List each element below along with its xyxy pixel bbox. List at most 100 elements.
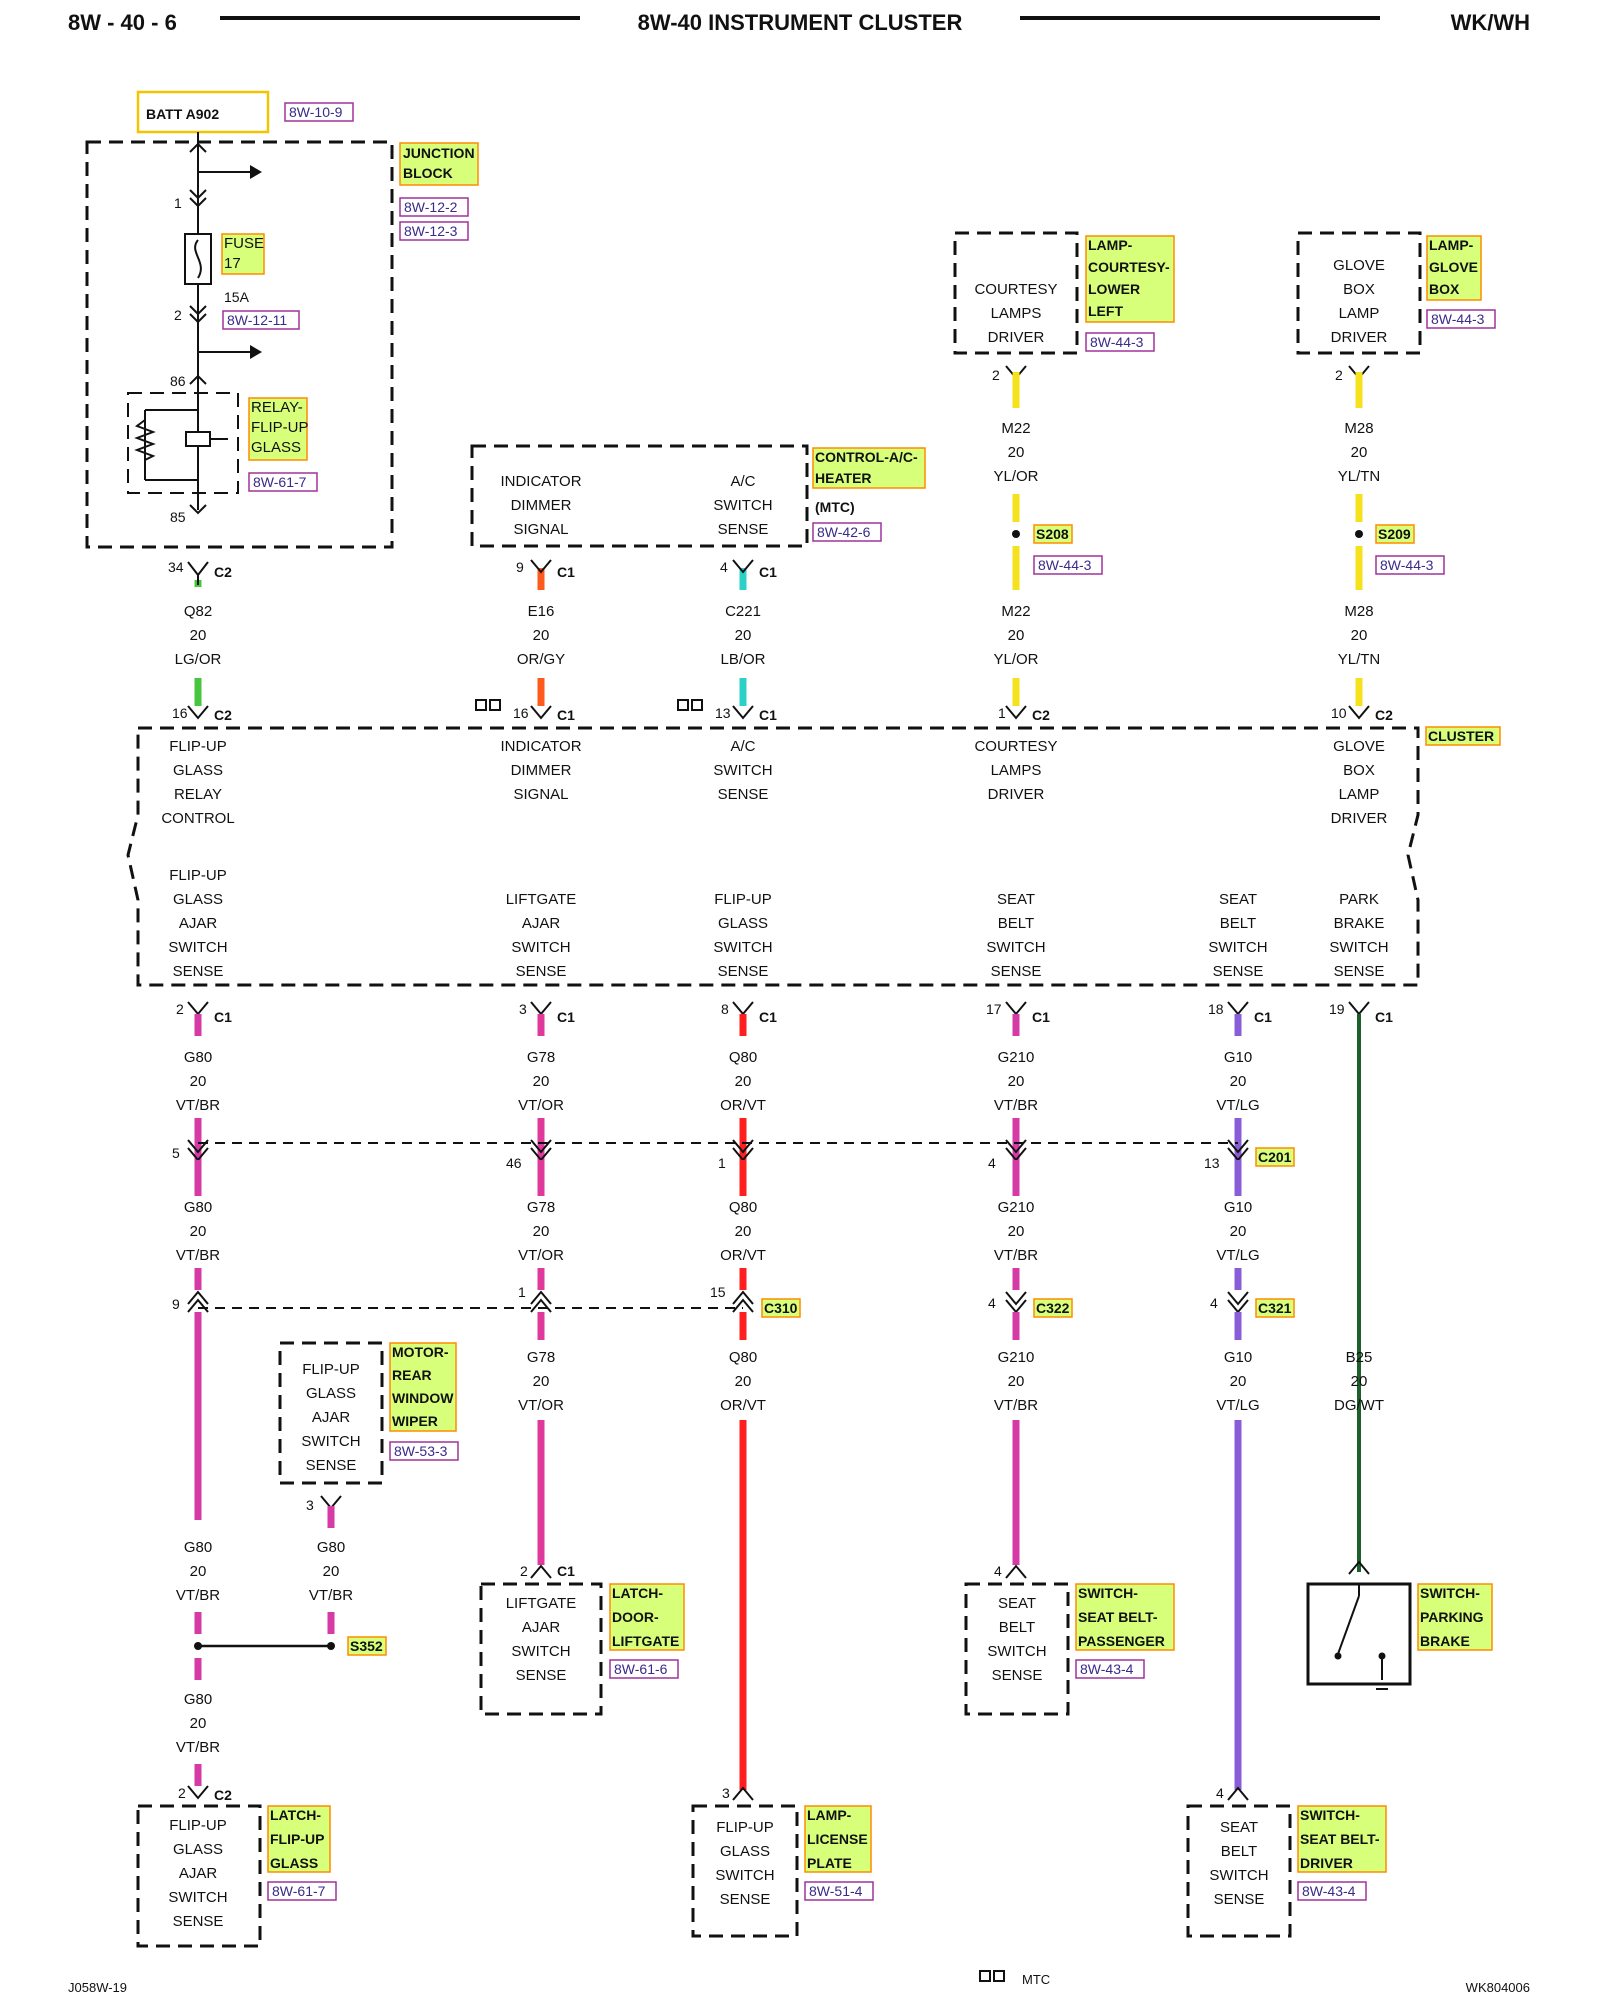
junction-block-box [85,140,394,549]
s209-ref-link[interactable] [1375,555,1445,575]
cl-bot-0-1: GLASS [173,891,223,908]
ac-ref-link[interactable] [812,522,882,542]
g78-color-2: VT/OR [518,1247,564,1264]
wiper-func-5: SENSE [306,1457,357,1474]
seatbelt-pass-ref-link[interactable] [1075,1659,1145,1679]
e16-conn-bottom: C1 [557,707,575,723]
q82-color: LG/OR [175,651,222,668]
s352-label: S352 [350,1638,383,1654]
lamp-license-pin: 3 [722,1785,730,1801]
seatbelt-driver-ref[interactable]: 8W-43-4 [1302,1883,1356,1899]
seatbelt-driver-box [1186,1804,1292,1938]
glove-lamp-box [1296,231,1422,355]
c201-pin-g78: 46 [506,1155,522,1171]
q82-pin-bottom: 16 [172,705,188,721]
courtesy-label-1: LAMP- [1088,237,1133,253]
fuse-ref[interactable]: 8W-12-11 [227,312,287,328]
relay-pin-85: 85 [170,509,186,525]
jb-ref-2[interactable]: 8W-12-3 [404,223,458,239]
relay-ref[interactable]: 8W-61-7 [253,474,307,490]
ac-right-func-1: A/C [730,473,755,490]
latch-flipup-label-2: FLIP-UP [270,1831,324,1847]
latch-liftgate-ref-link[interactable] [609,1659,679,1679]
s209-ref[interactable]: 8W-44-3 [1380,557,1434,573]
courtesy-ref[interactable]: 8W-44-3 [1090,334,1144,350]
s208-ref[interactable]: 8W-44-3 [1038,557,1092,573]
jb-ref-link-2[interactable] [399,221,469,241]
q80-pin: 8 [721,1001,729,1017]
latch-flipup-func-1: FLIP-UP [169,1817,227,1834]
relay-ref-link[interactable] [248,472,318,492]
q82-circuit: Q82 [184,603,212,620]
seatbelt-driver-label-3: DRIVER [1300,1855,1353,1871]
seatbelt-driver-ref-link[interactable] [1297,1881,1367,1901]
b25-gauge: 20 [1351,1373,1368,1390]
wiper-ref[interactable]: 8W-53-3 [394,1443,448,1459]
cl-top-3-0: COURTESY [974,738,1057,755]
cl-bot-4-0: SEAT [1219,891,1257,908]
courtesy-ref-link[interactable] [1085,332,1155,352]
jb-ref-link-1[interactable] [399,197,469,217]
c201-pins: 5 46 1 4 13 [172,1139,1249,1171]
glove-func-2: BOX [1343,281,1375,298]
ac-left-func-1: INDICATOR [500,473,581,490]
footer-right: WK804006 [1466,1980,1530,1995]
m28-color-upper: YL/TN [1338,468,1381,485]
latch-flipup-ref-link[interactable] [267,1881,337,1901]
ac-ref[interactable]: 8W-42-6 [817,524,871,540]
g80-circuit-2: G80 [184,1199,212,1216]
wiper-label-1: MOTOR- [392,1344,449,1360]
g210-color-3: VT/BR [994,1397,1038,1414]
e16-pin-top: 9 [516,559,524,575]
wiper-func-3: AJAR [312,1409,351,1426]
glove-label-1: LAMP- [1429,237,1474,253]
wiper-ref-link[interactable] [389,1441,459,1461]
feed-arrow-icon-2 [250,345,262,359]
ac-variant: (MTC) [815,499,855,515]
seatbelt-pass-ref[interactable]: 8W-43-4 [1080,1661,1134,1677]
fuse-ref-link[interactable] [222,310,300,330]
g10-circuit-3: G10 [1224,1349,1252,1366]
cl-top-2-2: SENSE [718,786,769,803]
cl-bot-1-0: LIFTGATE [506,891,577,908]
glove-label-3: BOX [1429,281,1460,297]
s208-ref-link[interactable] [1033,555,1103,575]
c201-pin-g210: 4 [988,1155,996,1171]
lamp-license-ref-link[interactable] [804,1881,874,1901]
m22-pin-top: 2 [992,367,1000,383]
g210-circuit: G210 [998,1049,1035,1066]
relay-label-2: FLIP-UP [251,419,309,436]
g210-circuit-3: G210 [998,1349,1035,1366]
fuse-pin1-icon [189,189,207,200]
cl-top-1-0: INDICATOR [500,738,581,755]
latch-flipup-func-3: AJAR [179,1865,218,1882]
c201-pin-q80: 1 [718,1155,726,1171]
mtc-marker-icon-2 [677,699,689,711]
courtesy-func-1: COURTESY [974,281,1057,298]
batt-ref[interactable]: 8W-10-9 [289,104,343,120]
glove-ref-link[interactable] [1426,309,1496,329]
g210-gauge-2: 20 [1008,1223,1025,1240]
cl-bot-2-3: SENSE [718,963,769,980]
glove-ref[interactable]: 8W-44-3 [1431,311,1485,327]
latch-flipup-ref[interactable]: 8W-61-7 [272,1883,326,1899]
glove-func-3: LAMP [1339,305,1380,322]
b25-color: DG/WT [1334,1397,1384,1414]
batt-ref-link[interactable] [284,102,354,122]
seatbelt-pass-pin: 4 [994,1563,1002,1579]
lamp-license-ref[interactable]: 8W-51-4 [809,1883,863,1899]
latch-liftgate-ref[interactable]: 8W-61-6 [614,1661,668,1677]
parking-brake-label-3: BRAKE [1420,1633,1470,1649]
g78-circuit-3: G78 [527,1349,555,1366]
fuse-pin-2: 2 [174,307,182,323]
c321-pin: 4 [1210,1295,1218,1311]
cl-top-2-0: A/C [730,738,755,755]
lamp-license-label-2: LICENSE [807,1831,868,1847]
ac-right-func-2: SWITCH [713,497,772,514]
jb-ref-1[interactable]: 8W-12-2 [404,199,458,215]
lower-wire-labels: 2 C1 G80 20 VT/BR 3 C1 G78 20 VT/OR 8 C1… [176,1001,1393,1114]
q80-color: OR/VT [720,1097,766,1114]
c310-pin-q80: 15 [710,1284,726,1300]
e16-conn-top: C1 [557,564,575,580]
g80-lower-color: VT/BR [176,1587,220,1604]
